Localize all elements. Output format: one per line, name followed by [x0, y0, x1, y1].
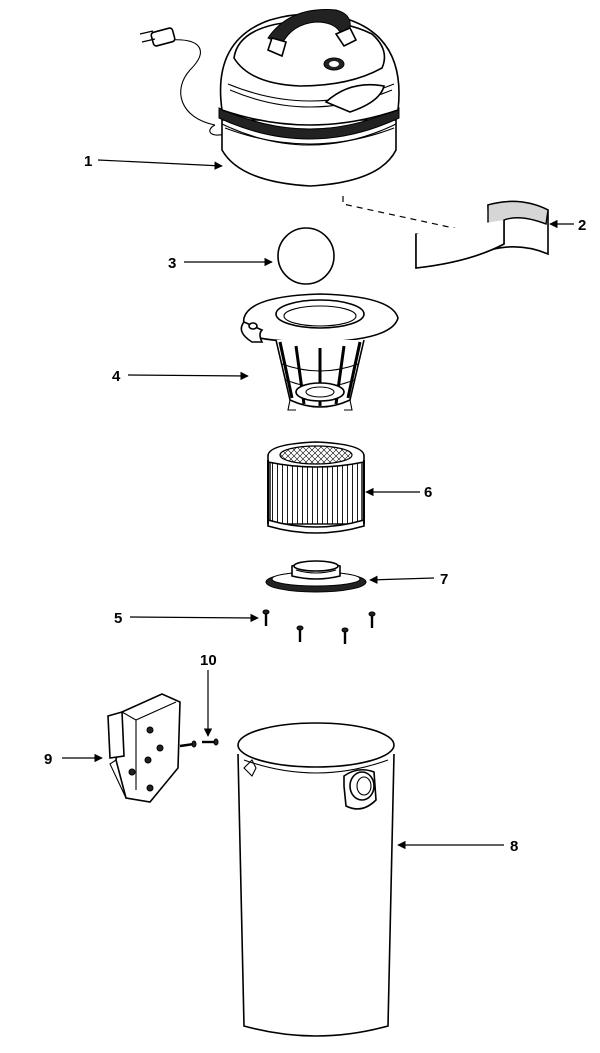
callout-1: 1	[84, 153, 92, 170]
canister-tank	[237, 722, 395, 1037]
screw-icon	[202, 738, 219, 746]
screw-icon	[179, 740, 197, 748]
callout-4: 4	[112, 368, 121, 385]
callout-10: 10	[200, 652, 217, 669]
plug-icon	[139, 27, 176, 47]
wall-bracket	[107, 693, 181, 803]
callout-2: 2	[578, 217, 586, 234]
filter-adapter	[265, 560, 367, 593]
screw-icon	[368, 611, 376, 628]
exhaust-filter	[415, 200, 549, 269]
screw-icon	[341, 627, 349, 644]
cartridge-filter	[267, 441, 365, 534]
screw-icon	[296, 625, 304, 642]
screws	[262, 609, 376, 644]
power-head	[139, 9, 400, 187]
callout-9: 9	[44, 751, 52, 768]
callout-3: 3	[168, 255, 176, 272]
bracket-screws	[179, 738, 219, 748]
filter-cage	[240, 293, 399, 411]
callout-8: 8	[510, 838, 518, 855]
callout-7: 7	[440, 571, 448, 588]
callout-leaders	[62, 159, 574, 850]
screw-icon	[262, 609, 270, 626]
filter-disc	[277, 227, 335, 285]
callout-6: 6	[424, 484, 432, 501]
callout-5: 5	[114, 610, 122, 627]
